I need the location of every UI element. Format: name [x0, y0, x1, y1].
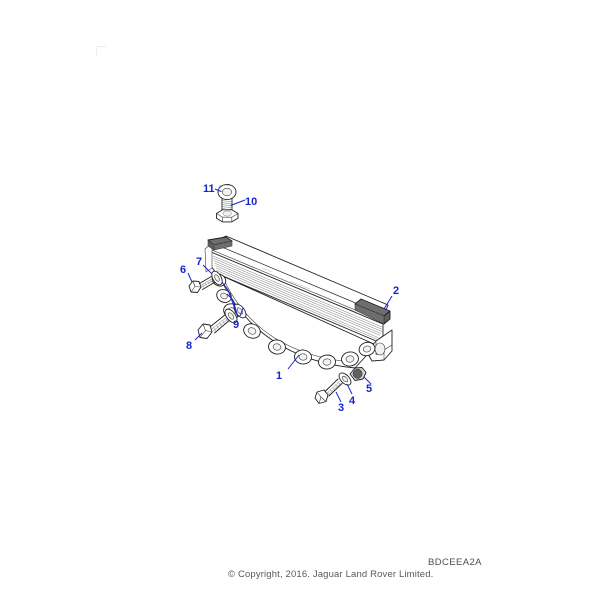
leader-5 — [363, 376, 372, 385]
leader-6 — [187, 272, 193, 283]
part-1-reinforcement-beam — [204, 235, 393, 370]
callout-7: 7 — [196, 256, 202, 268]
callout-9: 9 — [233, 319, 239, 331]
registration-mark — [96, 46, 106, 56]
leader-11 — [214, 188, 222, 193]
callout-2: 2 — [393, 285, 399, 297]
part-5-nut — [349, 367, 367, 381]
leader-10 — [230, 199, 246, 206]
copyright-notice: © Copyright, 2016. Jaguar Land Rover Lim… — [228, 569, 434, 580]
callout-1: 1 — [276, 370, 282, 382]
callout-6: 6 — [180, 264, 186, 276]
part-6-bolt — [188, 275, 217, 293]
callout-8: 8 — [186, 340, 192, 352]
part-2-end-clip — [354, 298, 391, 325]
diagram-code-label: BDCEEA2A — [428, 557, 482, 568]
beam-end-clip-left — [207, 236, 233, 251]
part-3-bolt — [314, 378, 343, 404]
leader-4 — [346, 383, 353, 395]
leader-2 — [383, 295, 393, 310]
callout-4: 4 — [349, 395, 356, 407]
leader-1 — [287, 354, 300, 370]
leader-3 — [335, 391, 342, 403]
callout-11: 11 — [203, 183, 215, 195]
callout-5: 5 — [366, 383, 372, 395]
callout-3: 3 — [338, 402, 344, 414]
part-11-bolt-detached — [217, 184, 237, 216]
part-10-nut-detached — [216, 209, 239, 223]
part-7-washer — [211, 270, 223, 286]
callout-10: 10 — [245, 196, 257, 208]
leader-7 — [202, 264, 213, 275]
part-4-washer — [338, 372, 352, 386]
leader-8 — [194, 332, 203, 341]
leader-9 — [221, 281, 244, 318]
